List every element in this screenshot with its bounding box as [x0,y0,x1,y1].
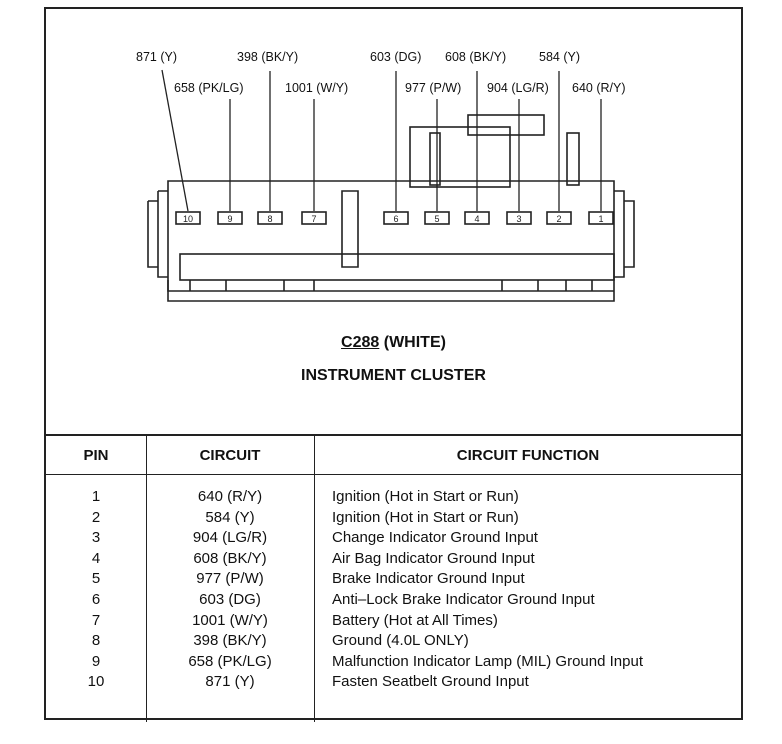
pin-cell: 3 [91,529,101,547]
pin-box-3 [506,211,532,225]
callout-pin-2: 584 (Y) [539,50,580,64]
callout-pin-6: 603 (DG) [370,50,422,64]
pin-number: 7 [311,214,316,224]
connector-color: (WHITE) [383,334,446,351]
pinout-table: PIN CIRCUIT CIRCUIT FUNCTION 1 2 3 4 5 6… [46,434,741,722]
callout-pin-8: 398 (BK/Y) [237,50,299,64]
circuit-cell: 398 (BK/Y) [193,632,267,650]
function-cell: Battery (Hot at All Times) [332,611,498,629]
pin-box-9 [217,211,243,225]
callout-pin-1: 640 (R/Y) [572,81,626,95]
pin-number: 2 [556,214,561,224]
callout-pin-10: 871 (Y) [136,50,177,64]
connector-diagram: 10 9 8 7 6 5 4 3 2 1 871 (Y) 398 (BK/Y) … [46,9,741,434]
pin-box-6 [383,211,409,225]
connector-title: C288 (WHITE) [46,334,741,352]
pin-box-2 [546,211,572,225]
pin-box-8 [257,211,283,225]
pin-box-5 [424,211,450,225]
pin-cell: 9 [91,652,101,670]
column-divider [314,436,315,722]
function-cell: Anti–Lock Brake Indicator Ground Input [332,590,595,608]
pin-cell: 10 [87,673,105,691]
function-column: Ignition (Hot in Start or Run) Ignition … [332,487,742,693]
pin-cell: 8 [91,632,101,650]
connector-latch [409,114,580,188]
connector-pinout-figure: 10 9 8 7 6 5 4 3 2 1 871 (Y) 398 (BK/Y) … [44,7,743,722]
pin-cell: 4 [91,549,101,567]
pin-number: 8 [267,214,272,224]
pin-number-labels: 10 9 8 7 6 5 4 3 2 1 [183,214,604,224]
function-cell: Ignition (Hot in Start or Run) [332,508,519,526]
leader-10 [161,69,189,212]
circuit-cell: 584 (Y) [205,508,255,526]
header-pin: PIN [83,446,109,464]
circuit-cell: 1001 (W/Y) [192,611,268,629]
pin-number: 4 [474,214,479,224]
column-divider [146,436,147,722]
pin-cell: 2 [91,508,101,526]
pin-column: 1 2 3 4 5 6 7 8 9 10 [46,487,146,693]
circuit-column: 640 (R/Y) 584 (Y) 904 (LG/R) 608 (BK/Y) … [146,487,314,693]
callout-pin-3: 904 (LG/R) [487,81,549,95]
connector-body [147,180,635,302]
pin-number: 9 [227,214,232,224]
callout-pin-5: 977 (P/W) [405,81,462,95]
callout-pin-7: 1001 (W/Y) [285,81,349,95]
pin-number: 6 [393,214,398,224]
pin-box-1 [588,211,614,225]
connector-id: C288 [341,334,380,351]
header-rule [46,474,741,475]
pin-box-7 [301,211,327,225]
circuit-cell: 977 (P/W) [196,570,264,588]
pin-box-4 [464,211,490,225]
header-circuit: CIRCUIT [199,446,261,464]
header-circuit-function: CIRCUIT FUNCTION [456,446,600,464]
function-cell: Fasten Seatbelt Ground Input [332,673,529,691]
circuit-cell: 603 (DG) [199,590,261,608]
pin-number: 5 [434,214,439,224]
function-cell: Change Indicator Ground Input [332,529,538,547]
pin-cell: 6 [91,590,101,608]
circuit-cell: 658 (PK/LG) [188,652,272,670]
pin-number: 3 [516,214,521,224]
callout-pin-4: 608 (BK/Y) [445,50,507,64]
function-cell: Brake Indicator Ground Input [332,570,525,588]
pin-cell: 1 [91,488,101,505]
pin-number: 10 [183,214,193,224]
circuit-cell: 904 (LG/R) [192,529,268,547]
circuit-cell: 640 (R/Y) [197,488,263,505]
callout-pin-9: 658 (PK/LG) [174,81,244,95]
function-cell: Air Bag Indicator Ground Input [332,549,535,567]
function-cell: Ground (4.0L ONLY) [332,632,469,650]
function-cell: Malfunction Indicator Lamp (MIL) Ground … [332,652,643,670]
pin-boxes [175,211,614,225]
pin-cell: 7 [91,611,101,629]
pin-cell: 5 [91,570,101,588]
connector-drawing: 10 9 8 7 6 5 4 3 2 1 [147,69,635,302]
circuit-cell: 871 (Y) [205,673,255,691]
function-cell: Ignition (Hot in Start or Run) [332,488,519,505]
circuit-cell: 608 (BK/Y) [193,549,267,567]
pin-box-10 [175,211,201,225]
pin-number: 1 [598,214,603,224]
leader-lines [161,69,602,212]
connector-location: INSTRUMENT CLUSTER [301,367,486,384]
